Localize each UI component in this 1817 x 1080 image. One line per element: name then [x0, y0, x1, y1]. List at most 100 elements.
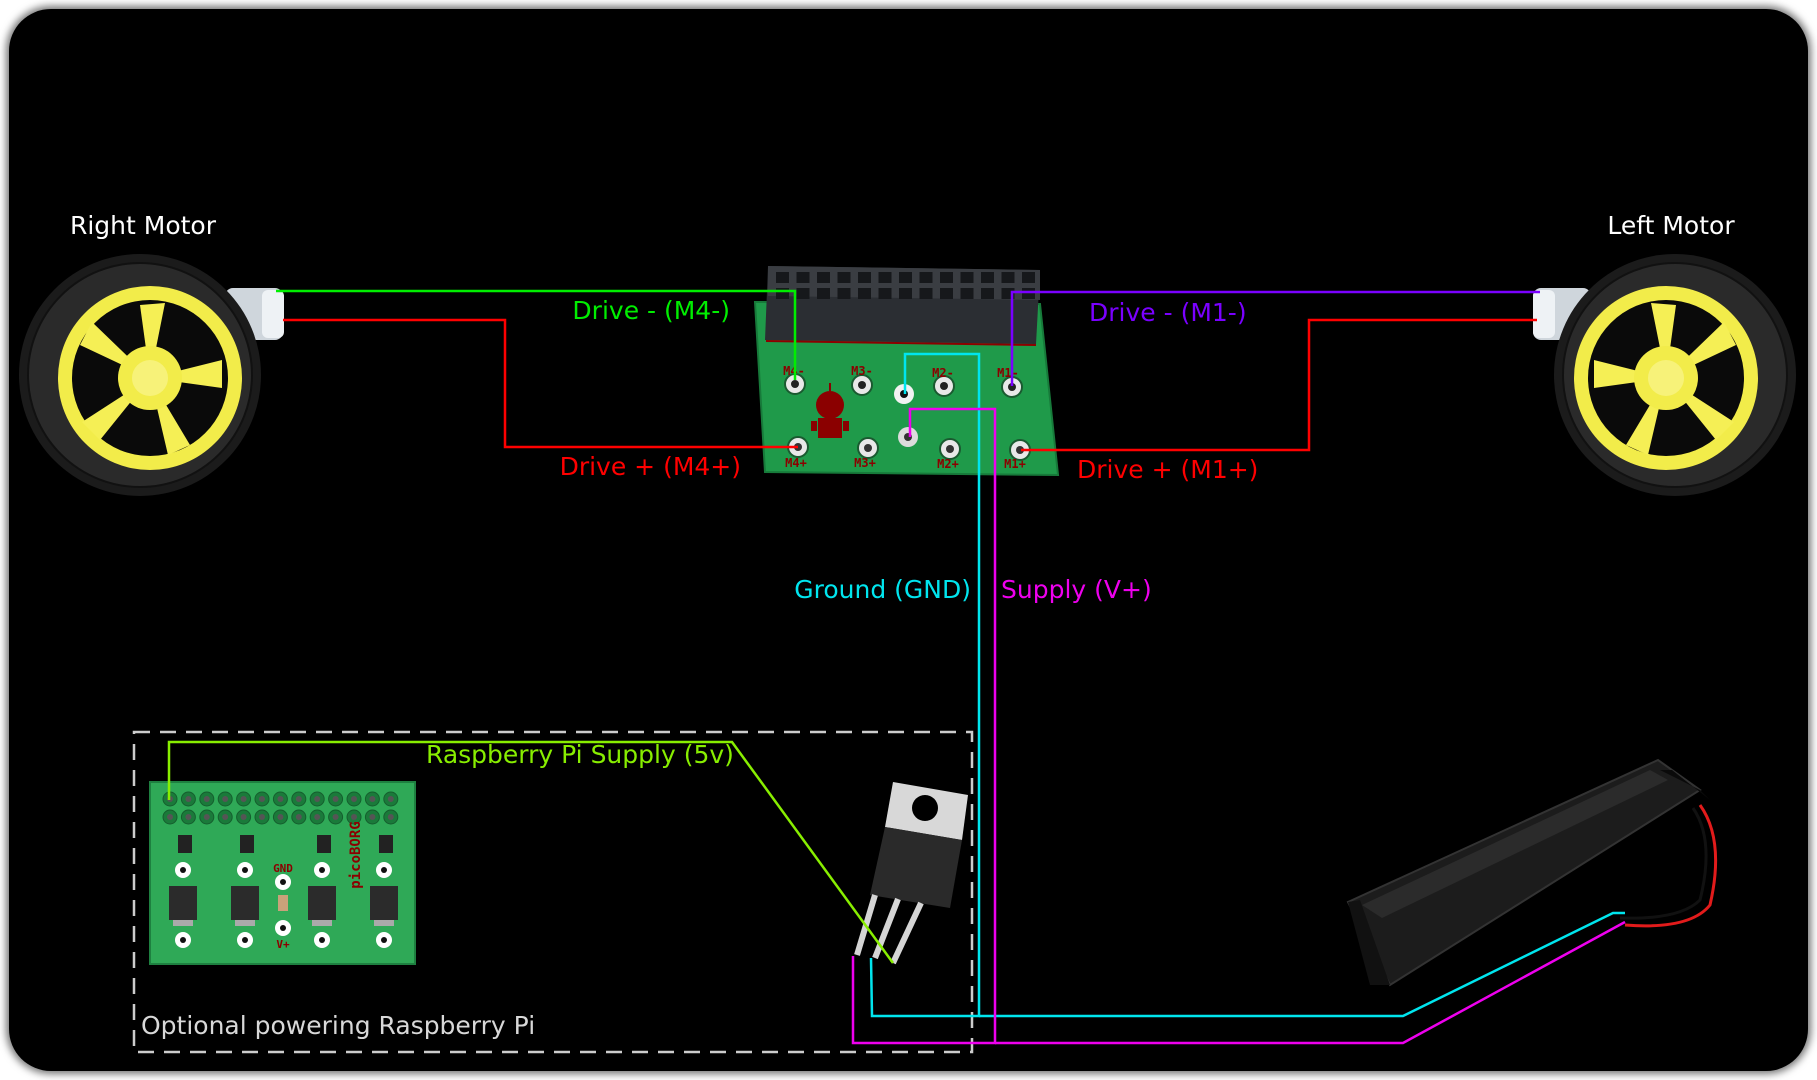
header-pin-hole: [259, 814, 265, 820]
motor-pad-hole: [940, 382, 948, 390]
motor-pad-hole: [1008, 383, 1016, 391]
wires: [167, 289, 1626, 1045]
header-hole: [899, 288, 912, 299]
right-wheel-icon: [19, 254, 261, 496]
header-hole: [919, 272, 933, 283]
diode-pad-k-hole: [242, 937, 248, 943]
diode-pad-a-hole: [242, 867, 248, 873]
wire-m1-minus: [1010, 290, 1540, 386]
wire-m4-plus: [283, 318, 798, 449]
pad-label-m1-plus: M1+: [1004, 457, 1026, 471]
header-pin-hole: [185, 796, 192, 802]
diode-pad-a-hole: [381, 867, 387, 873]
header-hole: [981, 288, 994, 299]
voltage-regulator-icon: [854, 782, 968, 965]
header-hole: [919, 288, 933, 299]
header-hole: [796, 272, 810, 283]
diode: [231, 886, 259, 920]
right-motor: Right Motor: [19, 211, 284, 496]
header-hole: [940, 272, 953, 283]
header-pin-hole: [240, 814, 247, 820]
header-hole: [837, 288, 851, 299]
diode-lead: [374, 920, 394, 926]
header-pin-hole: [332, 796, 339, 802]
label-drive-minus-m1: Drive - (M1-): [1089, 298, 1247, 327]
label-pi-supply: Raspberry Pi Supply (5v): [426, 740, 734, 769]
header-hole: [940, 288, 953, 299]
header-pin-hole: [295, 814, 302, 820]
header-pin-hole: [314, 796, 321, 802]
header-hole: [878, 272, 892, 283]
header-pin-hole: [167, 814, 173, 820]
wire-vplus-battery: [995, 920, 1626, 1045]
capacitor: [278, 895, 288, 911]
motor-pad-hole: [946, 445, 954, 453]
wire-m4-minus: [276, 289, 797, 380]
header-hole: [1022, 272, 1035, 283]
label-drive-minus-m4: Drive - (M4-): [572, 296, 730, 325]
picoborg-gnd-label: GND: [273, 862, 293, 875]
header-hole: [1001, 288, 1015, 299]
header-pin-hole: [387, 814, 394, 820]
motor-driver-board: M4- M3- M2- M1- M4+ M3+ M2+ M1+: [753, 266, 1060, 477]
diode: [370, 886, 398, 920]
wire-gnd: [869, 352, 981, 1018]
mosfet: [240, 835, 254, 853]
label-supply: Supply (V+): [1001, 575, 1152, 604]
motor-pad-hole: [864, 444, 872, 452]
header-pin-hole: [277, 814, 284, 820]
wire-gnd-battery: [979, 911, 1625, 1018]
left-wheel-icon: [1554, 254, 1796, 496]
wire-pi-supply: [167, 740, 895, 964]
header-hole: [796, 288, 810, 299]
header-pin-hole: [351, 796, 357, 802]
mosfet: [178, 835, 192, 853]
header-hole: [817, 272, 830, 283]
header-pin-hole: [259, 796, 265, 802]
optional-box-label: Optional powering Raspberry Pi: [141, 1011, 535, 1040]
header-pin-hole: [295, 796, 302, 802]
pad-label-m1-minus: M1-: [997, 366, 1019, 380]
picoborg-board: picoBORG GND V+: [149, 781, 416, 965]
pad-label-m4-plus: M4+: [785, 456, 807, 470]
diode-pad-k-hole: [381, 937, 387, 943]
picoborg-brand: picoBORG: [348, 821, 364, 888]
motor-pad-hole: [791, 380, 799, 388]
pad-label-m2-minus: M2-: [932, 366, 954, 380]
header-hole: [817, 288, 830, 299]
pads-top: [784, 373, 1023, 398]
header-pin-hole: [222, 796, 229, 802]
header-hole: [858, 272, 871, 283]
mosfet: [317, 835, 331, 853]
left-motor: Left Motor: [1533, 211, 1796, 496]
label-drive-plus-m1: Drive + (M1+): [1077, 455, 1258, 484]
left-motor-label: Left Motor: [1607, 211, 1735, 240]
diode-pad-k-hole: [319, 937, 325, 943]
header-hole: [960, 272, 974, 283]
pad-label-m3-plus: M3+: [854, 456, 876, 470]
header-pin-hole: [332, 814, 339, 820]
diode-lead: [235, 920, 255, 926]
header-pin-hole: [222, 814, 229, 820]
optional-pi-power-box: Optional powering Raspberry Pi: [132, 730, 974, 1054]
gnd-pad-hole: [280, 879, 286, 885]
pad-label-m3-minus: M3-: [851, 364, 873, 378]
gpio-header-icon: [765, 266, 1040, 346]
picoborg-vplus-label: V+: [276, 938, 290, 951]
wire-m1-plus: [1021, 318, 1537, 452]
header-pin-hole: [369, 796, 376, 802]
diode-pad-a-hole: [180, 867, 186, 873]
header-hole: [899, 272, 912, 283]
header-hole: [837, 272, 851, 283]
label-drive-plus-m4: Drive + (M4+): [560, 452, 741, 481]
header-pin-hole: [185, 814, 192, 820]
header-hole: [858, 288, 871, 299]
header-hole: [981, 272, 994, 283]
header-pin-hole: [369, 814, 376, 820]
pad-label-m2-plus: M2+: [937, 457, 959, 471]
header-hole: [878, 288, 892, 299]
mosfet: [379, 835, 393, 853]
header-hole: [776, 272, 789, 283]
picoborg-mosfets: [169, 835, 398, 948]
